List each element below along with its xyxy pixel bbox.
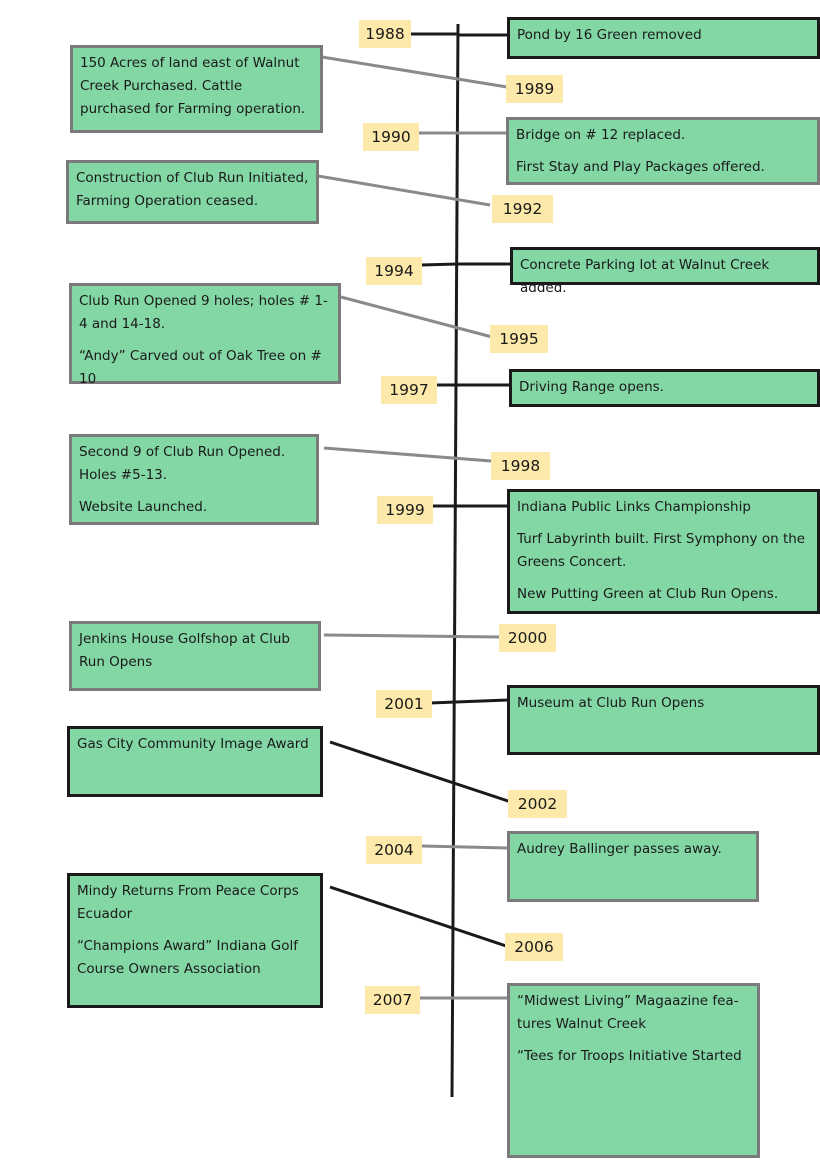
event-box-1988: Pond by 16 Green removed [507, 17, 820, 59]
connector-2001 [429, 698, 509, 705]
year-label-2000: 2000 [499, 624, 556, 652]
timeline-axis [450, 23, 460, 1098]
connector-1992 [317, 174, 491, 207]
event-box-2007: “Midwest Living” Magaazine fea-tures Wal… [507, 983, 760, 1158]
year-label-1998: 1998 [491, 452, 550, 480]
event-box-1999: Indiana Public Links Championship Turf L… [507, 489, 820, 614]
event-2004-line-1: Audrey Ballinger passes away. [517, 841, 722, 857]
event-2001-line-1: Museum at Club Run Opens [517, 695, 705, 711]
year-label-1990: 1990 [363, 123, 419, 151]
event-1989-line-1: 150 Acres of land east of Walnut Creek P… [80, 55, 306, 117]
year-label-2002: 2002 [508, 790, 567, 818]
event-box-2006: Mindy Returns From Peace Corps Ecuador “… [67, 873, 323, 1008]
event-1992-line-1: Construction of Club Run Initiated, Farm… [76, 170, 309, 209]
event-1999-line-1: Indiana Public Links Championship [517, 499, 751, 515]
event-1999-line-2: Turf Labyrinth built. First Symphony on … [517, 531, 806, 570]
connector-2002 [329, 740, 512, 804]
event-box-1989: 150 Acres of land east of Walnut Creek P… [70, 45, 323, 133]
year-label-1989: 1989 [506, 75, 563, 103]
event-box-1994: Concrete Parking lot at Walnut Creek add… [510, 247, 820, 296]
year-label-2001: 2001 [376, 690, 432, 718]
year-label-1995: 1995 [490, 325, 548, 353]
event-box-1995: Club Run Opened 9 holes; holes # 1-4 and… [69, 283, 341, 387]
year-label-1994: 1994 [366, 257, 422, 285]
event-1990-line-1: Bridge on # 12 replaced. [516, 127, 686, 143]
year-label-1988: 1988 [359, 20, 411, 48]
event-box-1998: Second 9 of Club Run Opened. Holes #5-13… [69, 434, 319, 525]
connector-2004 [421, 844, 509, 850]
event-2007-line-1: “Midwest Living” Magaazine fea-tures Wal… [517, 993, 739, 1032]
event-box-2001: Museum at Club Run Opens [507, 685, 820, 755]
year-label-2006: 2006 [505, 933, 563, 961]
event-box-1990: Bridge on # 12 replaced. First Stay and … [506, 117, 820, 185]
connector-1994-to-axis [420, 262, 459, 267]
event-2006-line-2: “Champions Award” Indiana Golf Course Ow… [77, 938, 299, 977]
event-box-2004: Audrey Ballinger passes away. [507, 831, 759, 902]
event-box-1997: Driving Range opens. [509, 369, 820, 407]
year-label-1999: 1999 [377, 496, 433, 524]
year-label-1992: 1992 [492, 195, 553, 223]
event-2007-line-2: “Tees for Troops Initiative Started [517, 1048, 742, 1064]
year-label-2007: 2007 [365, 986, 420, 1014]
connector-1989 [321, 55, 508, 89]
event-1995-line-2: “Andy” Carved out of Oak Tree on # 10 [79, 348, 322, 387]
event-box-1992: Construction of Club Run Initiated, Farm… [66, 160, 319, 224]
connector-1995 [340, 295, 493, 339]
event-1994-line-1: Concrete Parking lot at Walnut Creek add… [520, 257, 770, 296]
year-label-1997: 1997 [381, 376, 437, 404]
event-1988-line-1: Pond by 16 Green removed [517, 27, 702, 43]
event-2002-line-1: Gas City Community Image Award [77, 736, 309, 752]
year-label-2004: 2004 [366, 836, 422, 864]
connector-2006 [329, 885, 510, 949]
event-1997-line-1: Driving Range opens. [519, 379, 664, 395]
connector-2000 [323, 633, 501, 639]
event-1998-line-1: Second 9 of Club Run Opened. Holes #5-13… [79, 444, 286, 483]
event-1995-line-1: Club Run Opened 9 holes; holes # 1-4 and… [79, 293, 328, 332]
event-box-2000: Jenkins House Golfshop at Club Run Opens [69, 621, 321, 691]
event-1990-line-2: First Stay and Play Packages offered. [516, 159, 765, 175]
connector-1998 [323, 446, 492, 463]
event-2006-line-1: Mindy Returns From Peace Corps Ecuador [77, 883, 299, 922]
event-1998-line-2: Website Launched. [79, 499, 208, 515]
event-2000-line-1: Jenkins House Golfshop at Club Run Opens [79, 631, 290, 670]
event-box-2002: Gas City Community Image Award [67, 726, 323, 797]
event-1999-line-3: New Putting Green at Club Run Opens. [517, 586, 779, 602]
